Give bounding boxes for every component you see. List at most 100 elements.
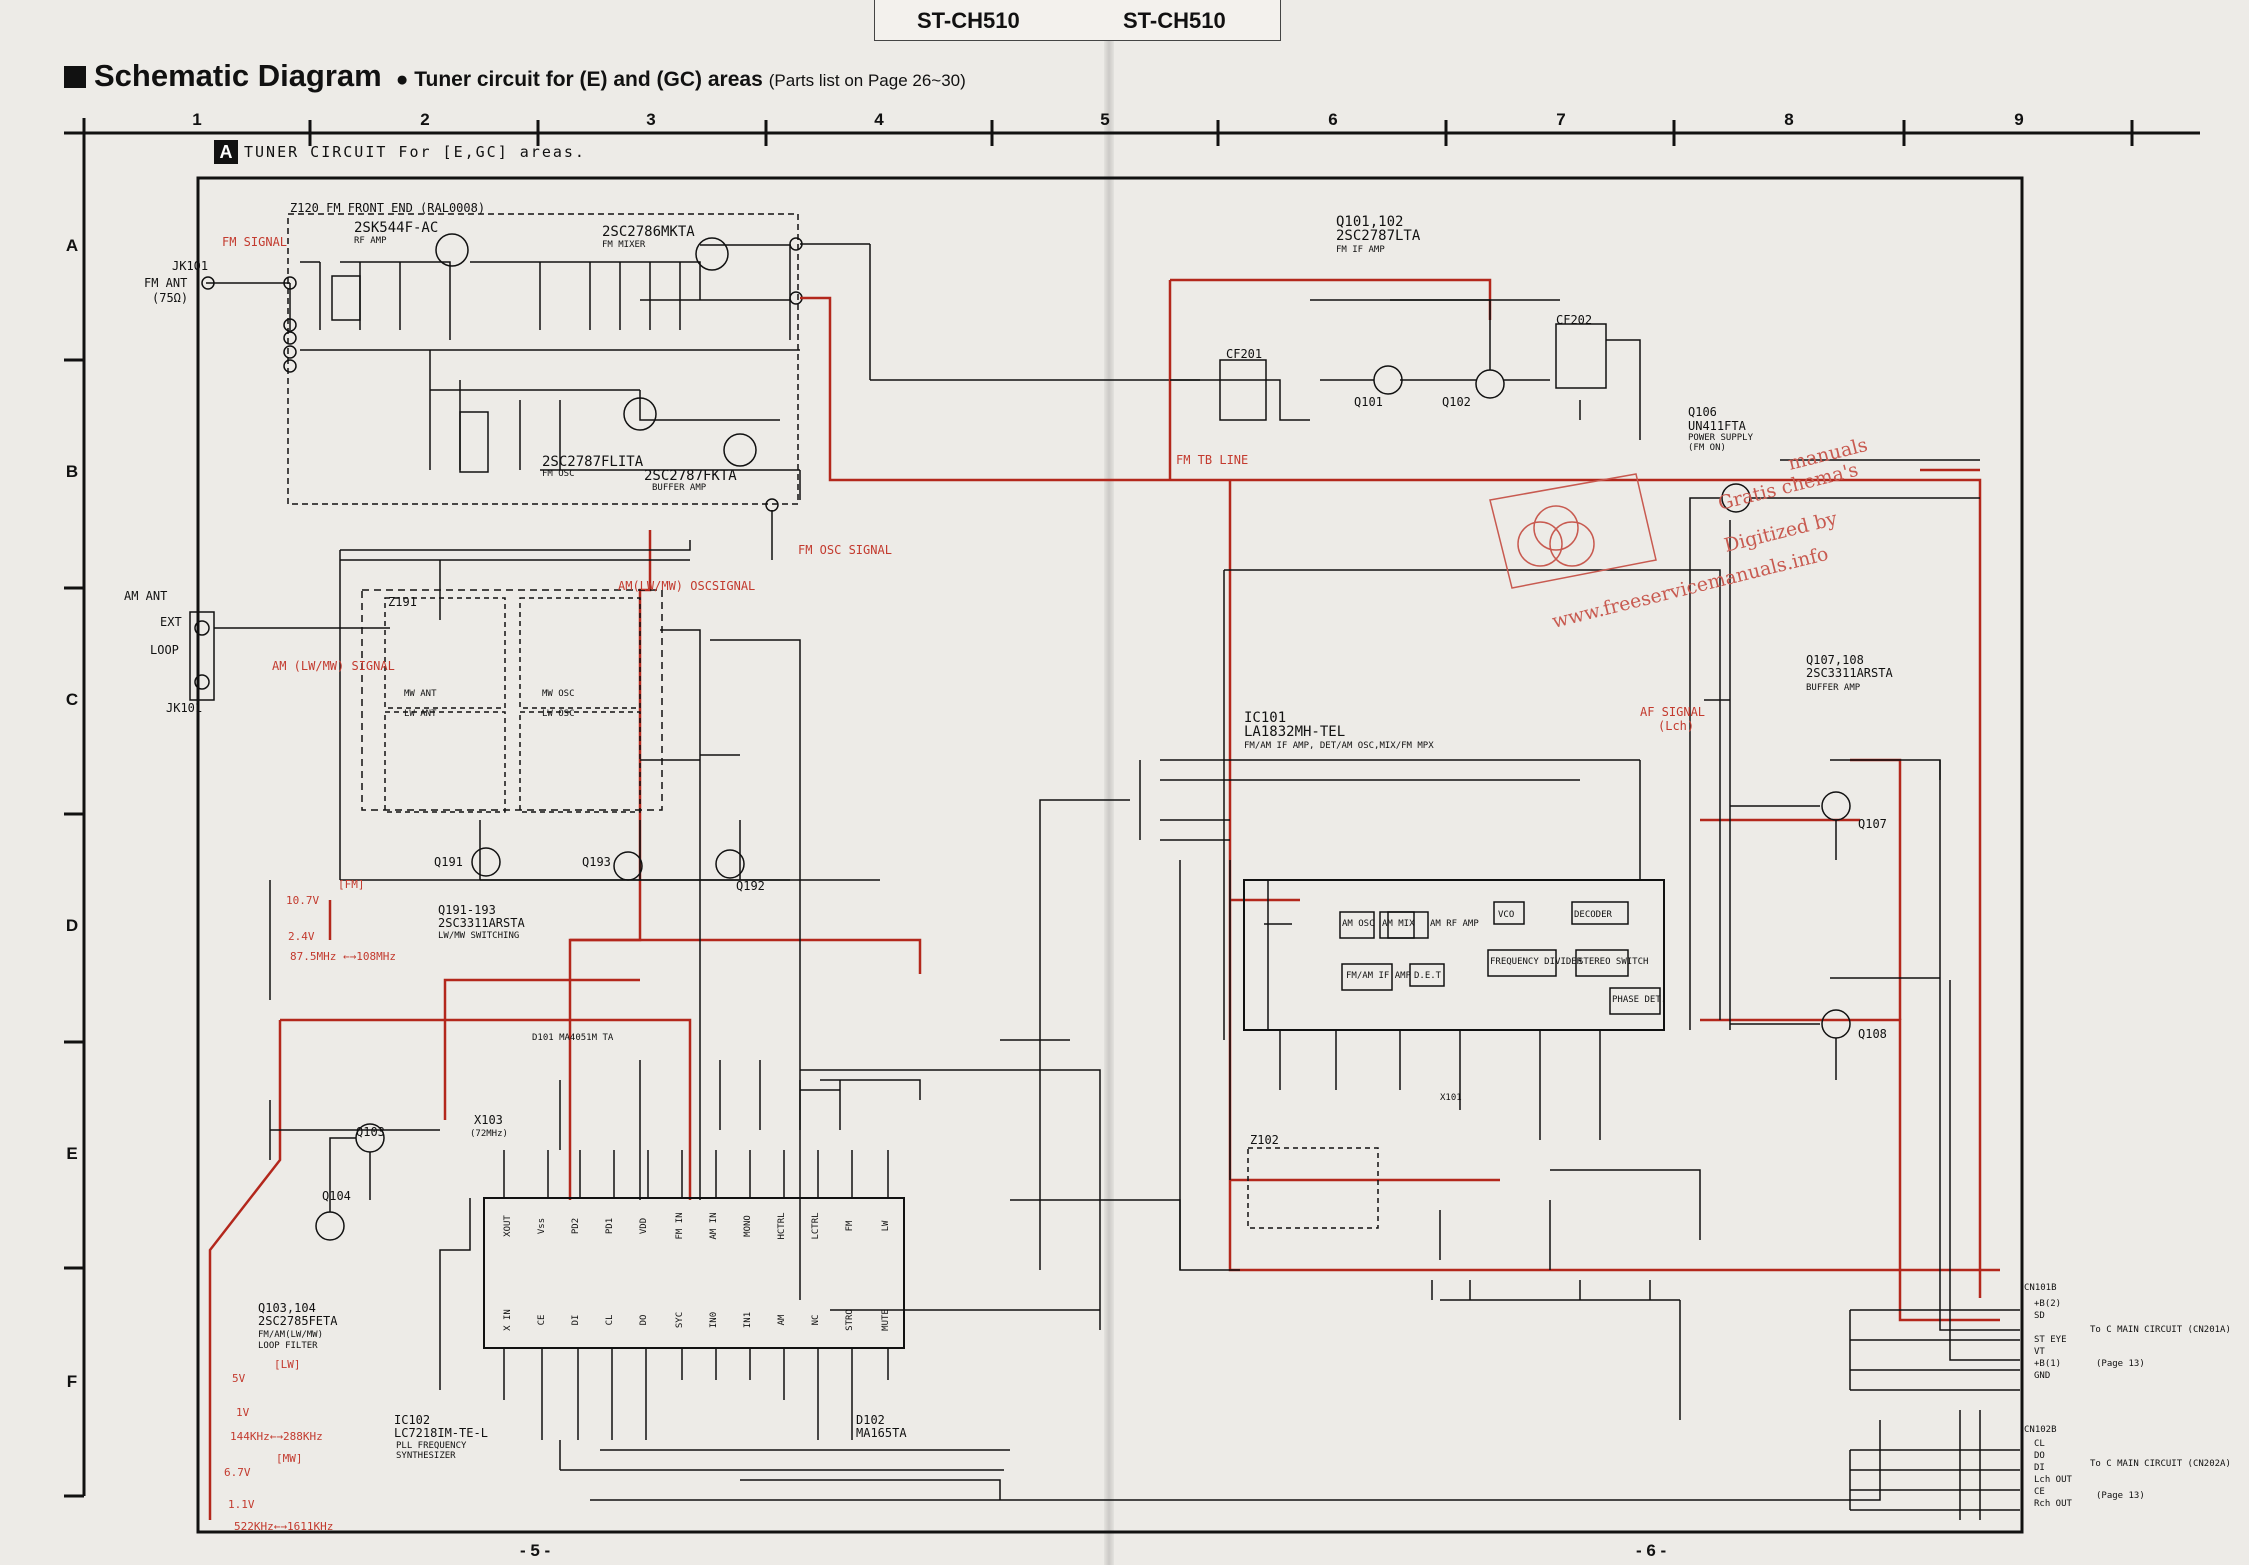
cn101-pin-3: ST EYE [2034, 1335, 2067, 1345]
label-fm-osc-part: 2SC2787FLITA [542, 454, 644, 470]
label-z120: Z120 FM FRONT END (RAL0008) [290, 201, 485, 215]
label-jk101-c: JK101 [166, 701, 202, 715]
label-q103-func: FM/AM(LW/MW) [258, 1330, 323, 1340]
cn101-pin-4: VT [2034, 1347, 2045, 1357]
grid-col-7: 7 [1556, 110, 1566, 129]
label-cn102b: CN102B [2024, 1425, 2057, 1435]
label-q106-sub: (FM ON) [1688, 443, 1726, 453]
grid-col-9: 9 [2014, 110, 2024, 129]
ic102-pin-top-5: VDD [639, 1218, 649, 1234]
am-antenna-section [189, 540, 880, 1300]
label-q107-part: 2SC3311ARSTA [1806, 666, 1893, 680]
label-q103-part: 2SC2785FETA [258, 1314, 338, 1328]
cn101-pin-1: +B(2) [2034, 1299, 2061, 1309]
label-fm-am-if: FM/AM IF AMP [1346, 971, 1412, 981]
grid-col-8: 8 [1784, 110, 1794, 129]
label-cf201: CF201 [1226, 347, 1262, 361]
label-lw-osc: LW OSC [542, 709, 575, 719]
label-to-main-b-pg: (Page 13) [2096, 1491, 2145, 1501]
page-number-left: - 5 - [520, 1541, 551, 1560]
grid-col-3: 3 [646, 110, 656, 129]
cn101-pin-2: SD [2034, 1311, 2045, 1321]
ic102-pin-top-12: LW [881, 1220, 891, 1231]
ic102-pin-top-9: HCTRL [777, 1212, 787, 1239]
label-to-main-a: To C MAIN CIRCUIT (CN201A) [2090, 1325, 2231, 1335]
label-am-signal: AM (LW/MW) SIGNAL [272, 659, 395, 673]
label-mw-v2: 1.1V [228, 1498, 255, 1511]
model-right: ST-CH510 [1123, 8, 1226, 33]
label-cn101b: CN101B [2024, 1283, 2057, 1293]
grid-col-6: 6 [1328, 110, 1338, 129]
ic102-pin-bot-6: SYC [675, 1312, 685, 1328]
ic102-pin-top-6: FM IN [675, 1212, 685, 1239]
label-fm-v2: 2.4V [288, 930, 315, 943]
label-mw-ant: MW ANT [404, 689, 437, 699]
ic102-pin-top-2: Vss [537, 1218, 547, 1234]
ic102-pin-bot-10: NC [811, 1315, 821, 1326]
parts-note: (Parts list on Page 26~30) [768, 71, 966, 90]
label-ic101-func: FM/AM IF AMP, DET/AM OSC,MIX/FM MPX [1244, 741, 1434, 751]
ic101-block [1039, 569, 1721, 1420]
label-jk101-a: JK101 [172, 259, 208, 273]
label-q102: Q102 [1442, 395, 1471, 409]
label-af-signal: AF SIGNAL [1640, 705, 1705, 719]
grid-col-4: 4 [874, 110, 884, 129]
title-square-icon [64, 66, 86, 88]
grid-col-2: 2 [420, 110, 430, 129]
model-left: ST-CH510 [917, 8, 1020, 33]
ic102-pin-labels: XOUT Vss PD2 PD1 VDD FM IN AM IN MONO HC… [503, 1212, 891, 1330]
label-ic102-part: LC7218IM-TE-L [394, 1426, 488, 1440]
grid-row-c: C [65, 690, 79, 709]
label-rf-amp: RF AMP [354, 236, 387, 246]
ic102-pin-bot-5: DO [639, 1315, 649, 1326]
grid-ruler [64, 118, 2200, 1534]
label-vco: VCO [1498, 910, 1514, 920]
label-am-osc: AM OSC [1342, 919, 1375, 929]
ic102-block [269, 1039, 1881, 1501]
page-subtitle: ● Tuner circuit for (E) and (GC) areas [395, 68, 763, 91]
watermark-seal-icon [1489, 473, 1657, 589]
label-q107: Q107 [1858, 817, 1887, 831]
label-x103-f: (72MHz) [470, 1129, 508, 1139]
cn101-pin-6: GND [2034, 1371, 2050, 1381]
label-q106-func: POWER SUPPLY [1688, 433, 1754, 443]
cn101-pin-5: +B(1) [2034, 1359, 2061, 1369]
label-d101: D101 MA4051M TA [532, 1033, 614, 1043]
label-ic102-func2: SYNTHESIZER [396, 1451, 456, 1461]
label-fm-range: 87.5MHz ←→108MHz [290, 950, 396, 963]
grid-row-e: E [66, 1144, 78, 1163]
label-z102: Z102 [1250, 1133, 1279, 1147]
label-lw-ant: LW ANT [404, 709, 437, 719]
page-fold [1104, 0, 1114, 1565]
label-fm-mixer-part: 2SC2786MKTA [602, 224, 695, 240]
label-q107-func: BUFFER AMP [1806, 683, 1861, 693]
grid-row-f: F [66, 1372, 78, 1391]
if-amp-section [1170, 299, 1641, 1180]
label-q101-title: Q101,102 [1336, 214, 1403, 230]
grid-row-b: B [65, 462, 79, 481]
label-ic101-part: LA1832MH-TEL [1244, 724, 1345, 740]
label-ic102-func: PLL FREQUENCY [396, 1441, 467, 1451]
page-number-right: - 6 - [1636, 1541, 1667, 1560]
circuit-name: TUNER CIRCUIT For [E,GC] areas. [244, 143, 586, 161]
label-z191: Z191 [388, 595, 417, 609]
label-fm-signal: FM SIGNAL [222, 235, 287, 249]
ic102-pin-top-1: XOUT [503, 1215, 513, 1237]
label-freq-div: FREQUENCY DIVIDER [1490, 957, 1583, 967]
label-d102: D102 [856, 1413, 885, 1427]
label-x101: X101 [1440, 1093, 1462, 1103]
ic102-pin-top-10: LCTRL [811, 1212, 821, 1239]
label-q191: Q191 [434, 855, 463, 869]
label-q106-part: UN411FTA [1688, 419, 1747, 433]
label-fm-tb-line: FM TB LINE [1176, 453, 1248, 467]
label-ext: EXT [160, 615, 182, 629]
label-lw-range: 144KHz←→288KHz [230, 1430, 323, 1443]
label-to-main-a-pg: (Page 13) [2096, 1359, 2145, 1369]
label-d102-part: MA165TA [856, 1426, 907, 1440]
label-fm-band: [FM] [338, 878, 365, 891]
ic102-pin-bot-2: CE [537, 1315, 547, 1326]
watermark-line-2: Gratis chema's [1716, 459, 1861, 515]
label-phase-det: PHASE DET. [1612, 995, 1666, 1005]
ic102-pin-bot-7: IN0 [709, 1312, 719, 1328]
